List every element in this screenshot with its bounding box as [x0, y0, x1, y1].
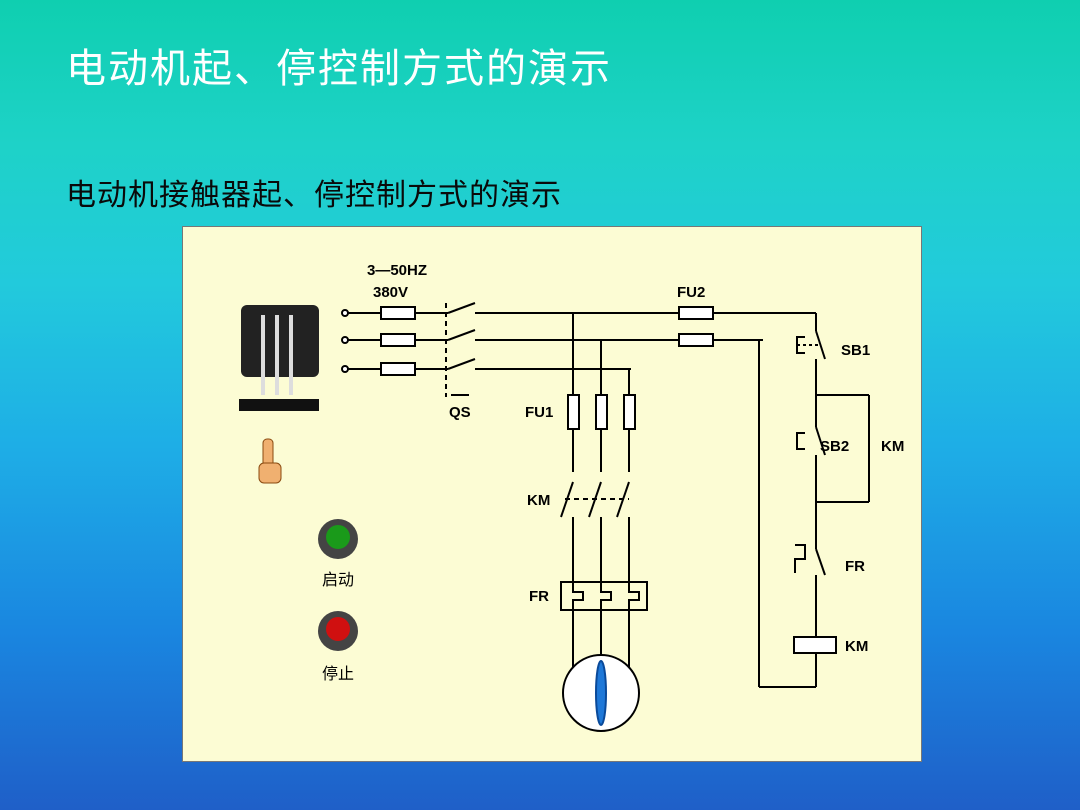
- start-label: 启动: [322, 570, 354, 589]
- qs-switch: [445, 302, 763, 397]
- motor-fan-icon: [562, 654, 640, 732]
- label-sb2: SB2: [820, 438, 849, 455]
- supply-label-freq: 3—50HZ: [367, 262, 427, 279]
- main-circuit: [560, 313, 648, 667]
- supply-label-voltage: 380V: [373, 284, 408, 301]
- label-sb1: SB1: [841, 342, 870, 359]
- knife-switch-icon[interactable]: [239, 305, 319, 411]
- label-fr-main: FR: [529, 588, 549, 605]
- stop-lamp: [326, 617, 350, 641]
- label-km-coil: KM: [845, 638, 868, 655]
- control-circuit: [793, 313, 870, 687]
- label-fu2: FU2: [677, 284, 705, 301]
- start-lamp: [326, 525, 350, 549]
- circuit-panel: 启动 停止 3—50HZ 380V QS FU1 FU2 KM FR SB1 S…: [182, 226, 922, 762]
- stop-button[interactable]: [318, 611, 358, 651]
- slide-subtitle: 电动机接触器起、停控制方式的演示: [66, 178, 562, 213]
- circuit-diagram: 启动 停止 3—50HZ 380V QS FU1 FU2 KM FR SB1 S…: [239, 262, 904, 732]
- start-button[interactable]: [318, 519, 358, 559]
- stop-label: 停止: [322, 664, 354, 683]
- input-fuses: [380, 306, 448, 376]
- label-fu1: FU1: [525, 404, 553, 421]
- fu2-fuses: [678, 306, 816, 688]
- label-km-aux: KM: [881, 438, 904, 455]
- slide-title: 电动机起、停控制方式的演示: [66, 46, 612, 92]
- label-km-main: KM: [527, 492, 550, 509]
- supply-terminals: [341, 309, 381, 373]
- label-fr-aux: FR: [845, 558, 865, 575]
- pointing-hand-icon: [258, 438, 282, 484]
- label-qs: QS: [449, 404, 471, 421]
